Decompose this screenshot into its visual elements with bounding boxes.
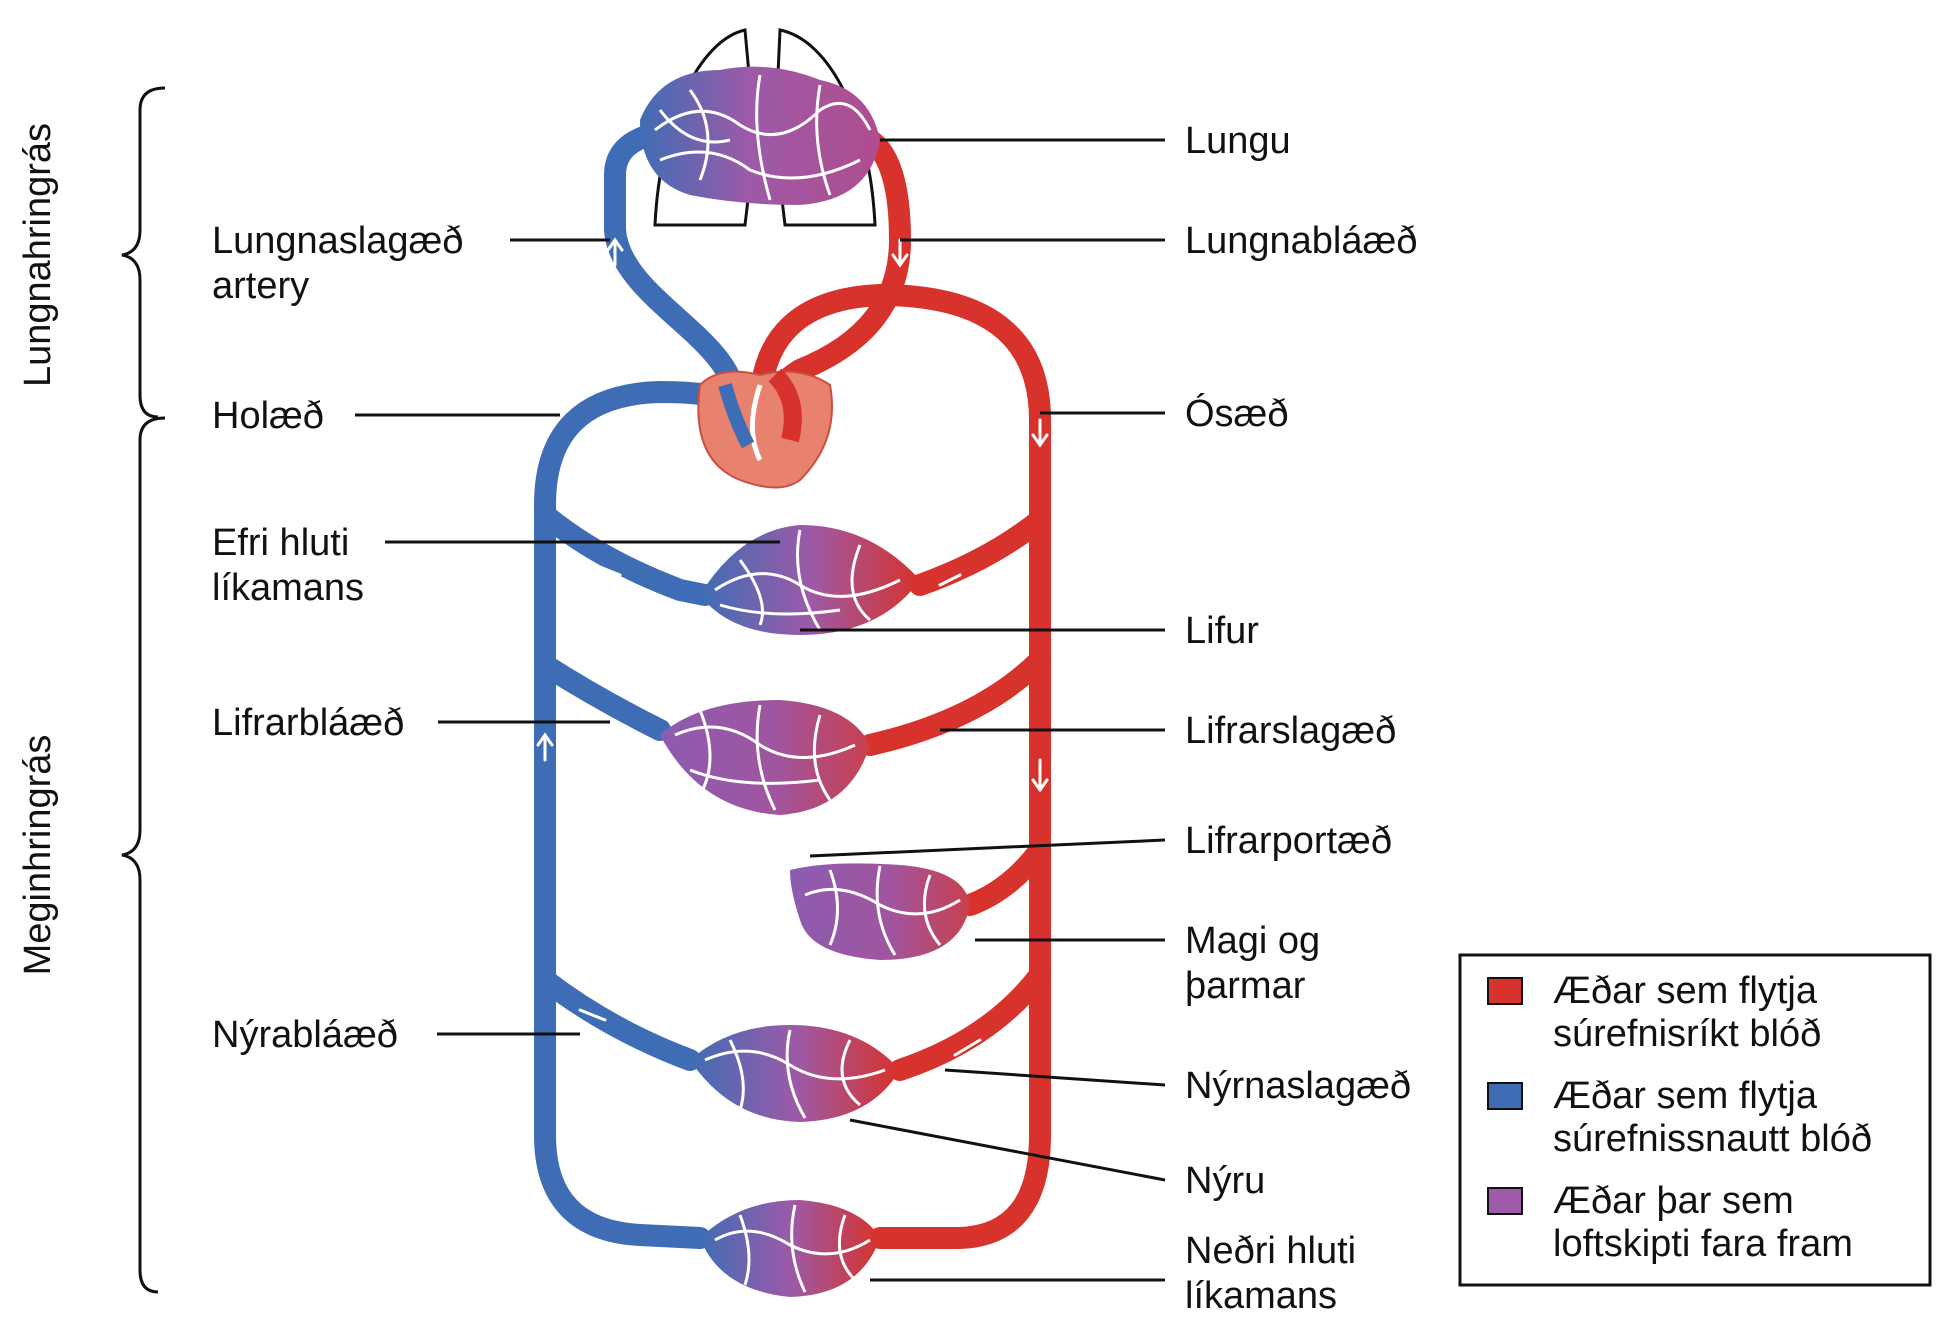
legend-oxygenated-line1: Æðar sem flytja	[1553, 970, 1818, 1012]
legend-swatch-deoxygenated	[1487, 1082, 1523, 1110]
label-pulmonary-vein: Lungnabláæð	[1185, 220, 1417, 262]
label-vena-cava: Holæð	[212, 395, 324, 437]
legend-exchange-line1: Æðar þar sem	[1553, 1180, 1794, 1222]
label-aorta: Ósæð	[1185, 392, 1288, 435]
label-kidneys: Nýru	[1185, 1160, 1265, 1202]
heart	[697, 368, 833, 489]
liver-capillary-bed	[660, 700, 870, 815]
legend-deoxygenated-line1: Æðar sem flytja	[1553, 1075, 1818, 1117]
legend-exchange-line2: loftskipti fara fram	[1553, 1223, 1853, 1265]
legend: Æðar sem flytja súrefnisríkt blóð Æðar s…	[1458, 953, 1932, 1287]
kidney-capillary-bed	[690, 1025, 900, 1122]
label-renal-vein: Nýrabláæð	[212, 1014, 398, 1056]
upper-body-capillary-bed	[700, 525, 920, 635]
legend-swatch-oxygenated	[1487, 977, 1523, 1005]
label-lungs: Lungu	[1185, 120, 1291, 162]
label-pulmonary-artery-line1: Lungnaslagæð	[212, 220, 463, 262]
lower-body-capillary-bed	[700, 1200, 880, 1297]
label-renal-artery: Nýrnaslagæð	[1185, 1065, 1411, 1107]
pulmonary-bracket	[121, 86, 166, 419]
label-stomach-line1: Magi og	[1185, 920, 1320, 962]
label-upper-body-line2: líkamans	[212, 567, 364, 609]
label-hepatic-vein: Lifrarbláæð	[212, 702, 404, 744]
pulmonary-bracket-label: Lungnahringrás	[17, 123, 59, 387]
legend-deoxygenated-line2: súrefnissnautt blóð	[1553, 1118, 1872, 1160]
systemic-bracket	[121, 416, 166, 1294]
label-liver: Lifur	[1185, 610, 1259, 652]
label-hepatic-portal-vein: Lifrarportæð	[1185, 820, 1392, 862]
legend-oxygenated-line2: súrefnisríkt blóð	[1553, 1013, 1821, 1055]
leader-lines	[355, 138, 1166, 1282]
label-lower-body-line1: Neðri hluti	[1185, 1230, 1356, 1272]
label-upper-body-line1: Efri hluti	[212, 522, 349, 564]
label-hepatic-artery: Lifrarslagæð	[1185, 710, 1396, 752]
oxygenated-vessels	[749, 129, 1051, 1249]
stomach-capillary-bed	[790, 863, 970, 960]
label-lower-body-line2: líkamans	[1185, 1275, 1337, 1317]
systemic-bracket-label: Meginhringrás	[17, 735, 59, 976]
legend-swatch-exchange	[1487, 1187, 1523, 1215]
lung-capillary-bed	[640, 66, 880, 206]
label-pulmonary-artery-line2: artery	[212, 265, 309, 307]
label-stomach-line2: þarmar	[1185, 965, 1306, 1007]
flow-arrows	[536, 237, 1049, 1192]
